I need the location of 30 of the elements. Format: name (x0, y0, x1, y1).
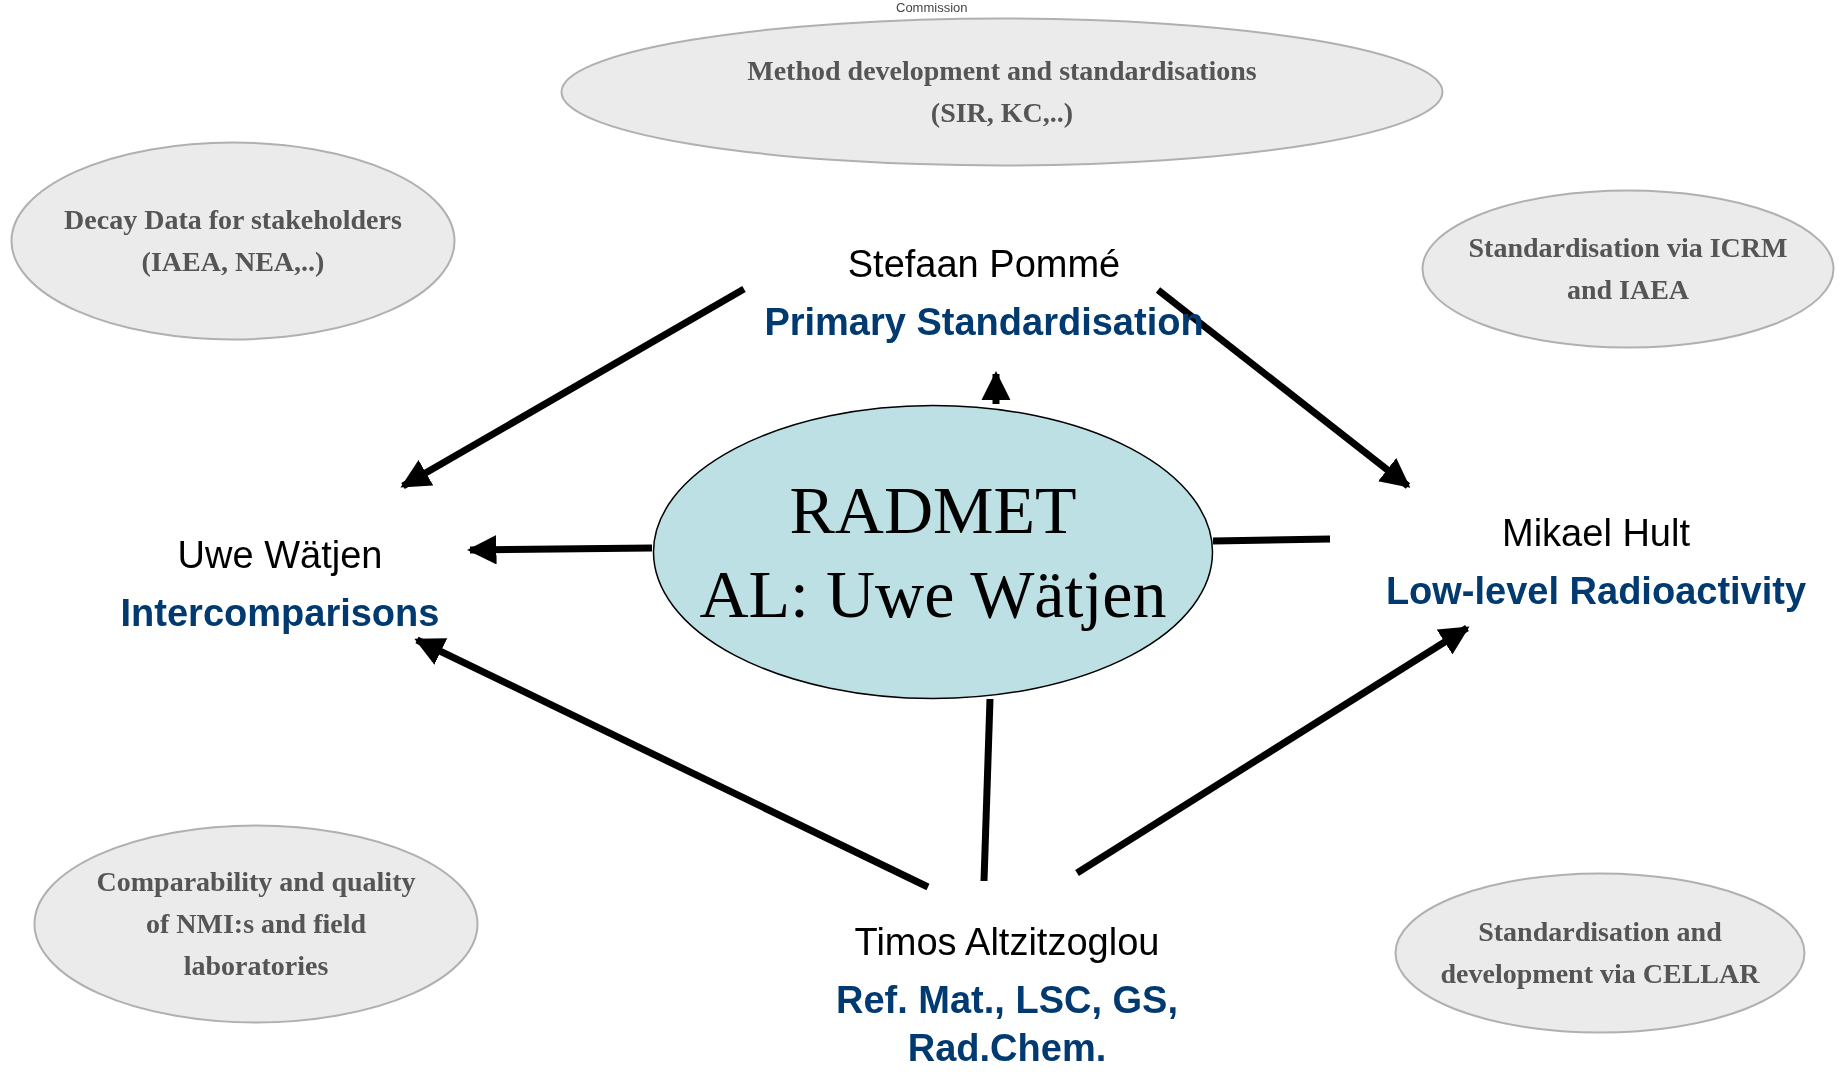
arrow (1075, 625, 1470, 876)
central-ellipse (652, 404, 1214, 700)
person-name: Timos Altzitzoglou (854, 920, 1160, 965)
arrow (414, 636, 930, 891)
topic-text: Standardisation and development via CELLAR (1439, 915, 1761, 991)
role-text: Low-level Radioactivity (1385, 569, 1807, 614)
topic-ellipse (33, 824, 479, 1024)
note-text: Commission (896, 1, 968, 15)
topic-text: Decay Data for stakeholders (IAEA, NEA,..) (63, 203, 403, 279)
topic-ellipse (560, 17, 1444, 167)
role-text: Ref. Mat., LSC, GS, Rad.Chem. (834, 978, 1179, 1071)
person-name: Stefaan Pommé (847, 242, 1121, 287)
arrow (467, 535, 653, 565)
person-name: Mikael Hult (1502, 511, 1690, 556)
arrow (981, 371, 1011, 404)
topic-ellipse (10, 141, 456, 341)
group-title: RADMET (789, 471, 1077, 550)
arrow (400, 285, 746, 490)
topic-text: Standardisation via ICRM and IAEA (1467, 231, 1789, 307)
connector-line (980, 698, 994, 882)
arrow (1155, 287, 1411, 489)
topic-ellipse (1421, 189, 1835, 349)
role-text: Intercomparisons (120, 591, 440, 636)
topic-text: Method development and standardisations (SIR, KC,..) (746, 54, 1258, 130)
topic-ellipse (1394, 872, 1806, 1034)
topic-text: Comparability and quality of NMI:s and field laboratories (95, 865, 417, 983)
group-leader-text: AL: Uwe Wätjen (699, 555, 1167, 634)
connector-line (1212, 535, 1331, 545)
person-name: Uwe Wätjen (177, 533, 383, 578)
role-text: Primary Standardisation (764, 300, 1204, 345)
